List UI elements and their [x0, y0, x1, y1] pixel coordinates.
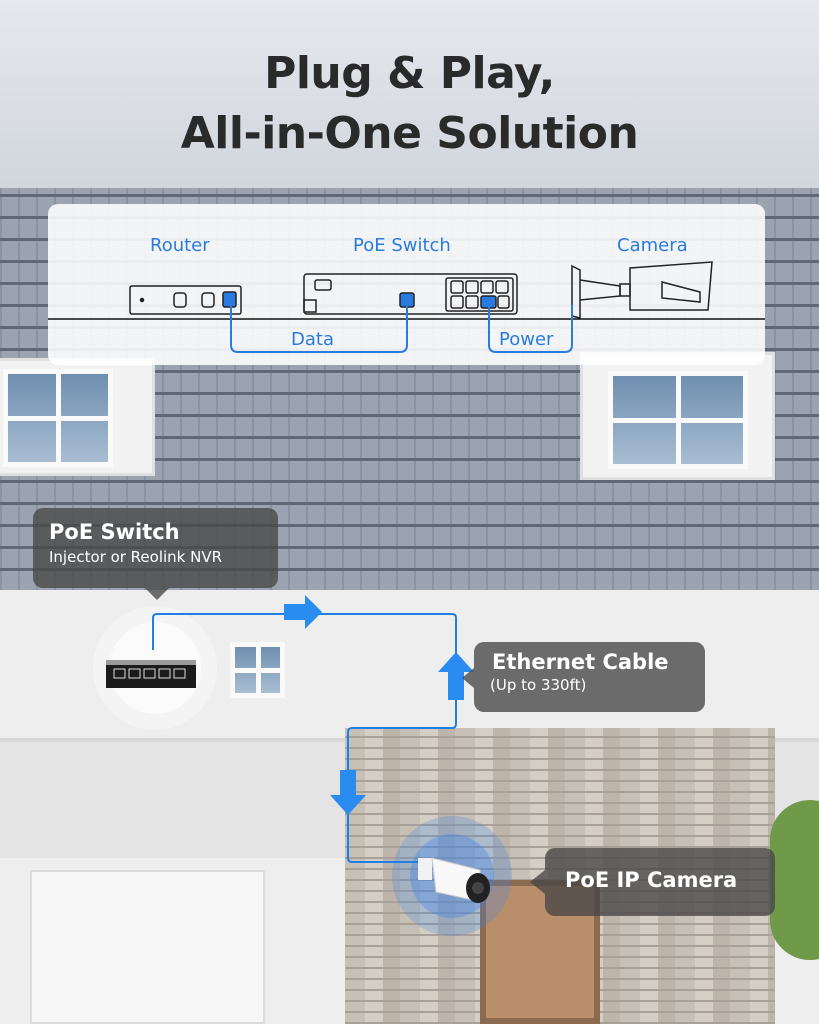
title-line-2: All-in-One Solution [180, 108, 639, 159]
right-dormer [580, 352, 775, 480]
left-dormer [0, 358, 155, 476]
sky-background [0, 0, 819, 200]
poe-switch-device-icon [106, 660, 196, 688]
title-line-1: Plug & Play, [264, 48, 555, 99]
dormer-window [3, 369, 113, 467]
callout-subtitle: (Up to 330ft) [490, 676, 587, 694]
ethernet-cable-path [152, 613, 457, 863]
callout-subtitle: Injector or Reolink NVR [49, 548, 223, 566]
garage-door [30, 870, 265, 1024]
power-label: Power [499, 329, 554, 350]
poe-ip-camera-callout: PoE IP Camera [545, 848, 775, 916]
data-label: Data [291, 329, 334, 350]
poe-switch-callout: PoE Switch Injector or Reolink NVR [33, 508, 278, 588]
arrow-up-icon [438, 652, 474, 700]
callout-title: Ethernet Cable [492, 650, 669, 674]
data-cable [230, 305, 408, 353]
ip-camera-device-icon [418, 857, 490, 903]
router-label: Router [150, 235, 210, 256]
camera-label: Camera [617, 235, 688, 256]
tree [770, 800, 819, 960]
wall-window [230, 642, 285, 698]
dormer-window [608, 371, 748, 469]
power-cable [488, 305, 573, 353]
arrow-down-icon [330, 770, 366, 815]
callout-title: PoE IP Camera [565, 868, 738, 892]
poe-switch-icon [303, 273, 518, 315]
router-icon [129, 285, 242, 315]
camera-outline-icon [571, 261, 713, 319]
ethernet-cable-callout: Ethernet Cable (Up to 330ft) [474, 642, 705, 712]
poe-switch-label: PoE Switch [353, 235, 451, 256]
arrow-right-icon [284, 595, 322, 629]
callout-title: PoE Switch [49, 520, 180, 544]
callout-pointer [145, 588, 169, 600]
